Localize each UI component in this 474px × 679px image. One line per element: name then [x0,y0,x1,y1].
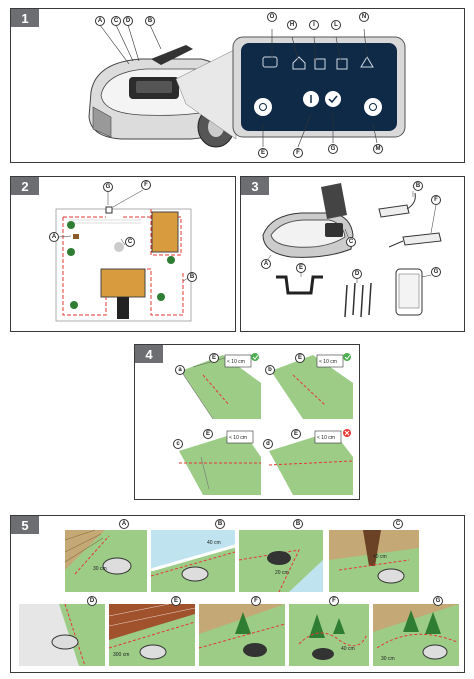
callout-g: G [328,144,338,154]
callout-c: C [346,237,356,247]
section-number: 2 [11,177,39,195]
section-number: 1 [11,9,39,27]
scenario-label-f: F [329,596,339,606]
callout-d: D [123,16,133,26]
section-5-panel: 5 30 cm 40 cm 20 cm 40 cm [10,515,465,673]
distance-label: < 10 cm [319,359,337,365]
scenario-label-c: C [393,519,403,529]
distance-label: 20 cm [275,570,289,576]
scenario-label-b: B [215,519,225,529]
section-1-panel: 1 A C D B [10,8,465,163]
callout-c: C [111,16,121,26]
scenario-label-a: A [119,519,129,529]
package-contents-illustration [262,183,442,318]
distance-label: < 10 cm [229,435,247,441]
scenario-b1: 40 cm [150,530,236,592]
callout-i: I [309,20,319,30]
callout-e: E [296,263,306,273]
callout-b: B [413,181,423,191]
section-2-panel: 2 G F A C B [10,176,236,332]
edge-callout: E [203,429,213,439]
control-panel-illustration [232,36,406,138]
scenario-g: 30 cm [373,604,459,666]
edge-callout: E [291,429,301,439]
edge-view-b: b E < 10 cm [263,353,353,419]
callout-d: D [352,269,362,279]
distance-label: 40 cm [341,646,355,652]
distance-label: 40 cm [207,540,221,546]
section-3-panel: 3 B F C A E D G [240,176,465,332]
distance-label: < 10 cm [227,359,245,365]
edge-diagram [180,353,261,420]
scenario-label-e: E [171,596,181,606]
view-letter: d [263,439,273,449]
distance-label: 30 cm [381,656,395,662]
callout-g: G [431,267,441,277]
distance-label: 300 cm [113,652,129,658]
section-number: 5 [11,516,39,534]
scenario-label-f: F [251,596,261,606]
section-number: 3 [241,177,269,195]
callout-a: A [95,16,105,26]
scenario-label-b: B [293,519,303,529]
view-letter: a [175,365,185,375]
callout-f: F [293,148,303,158]
scenario-b2: 20 cm [238,530,323,593]
callout-b: B [187,272,197,282]
edge-diagram [268,429,354,495]
scenario-f1 [198,604,286,666]
callout-o: O [267,12,277,22]
edge-diagram [179,430,261,495]
scenario-label-d: D [87,596,97,606]
callout-a: A [261,259,271,269]
callout-f: F [141,180,151,190]
edge-view-d: d E < 10 cm [263,427,354,495]
scenario-e: 300 cm [108,603,196,666]
edge-diagram [271,353,353,419]
callout-a: A [49,232,59,242]
callout-lines-panel [262,28,378,148]
callout-e: E [258,148,268,158]
callout-m: M [373,144,383,154]
edge-callout: E [209,353,219,363]
callout-f: F [431,195,441,205]
callout-lines-mower [99,24,237,140]
scenario-a: 30 cm [64,529,147,592]
edge-view-c: c E < 10 cm [173,427,261,495]
section-4-panel: 4 a E < 10 cm b E < 10 cm [134,344,360,500]
callout-g: G [103,182,113,192]
callout-b: B [145,16,155,26]
section-number: 4 [135,345,163,363]
scenario-c: 40 cm [329,530,419,592]
view-letter: b [265,365,275,375]
callout-n: N [359,12,369,22]
callout-h: H [287,20,297,30]
distance-label: 30 cm [93,566,107,572]
distance-label: < 10 cm [317,435,335,441]
distance-label: 40 cm [373,554,387,560]
callout-l: L [331,20,341,30]
garden-layout-diagram [55,189,192,322]
edge-callout: E [295,353,305,363]
edge-view-a: a E < 10 cm [173,353,261,420]
scenario-d [19,603,105,667]
view-letter: c [173,439,183,449]
scenario-label-g: G [433,596,443,606]
scenario-f2: 40 cm [289,604,369,666]
callout-c: C [125,237,135,247]
